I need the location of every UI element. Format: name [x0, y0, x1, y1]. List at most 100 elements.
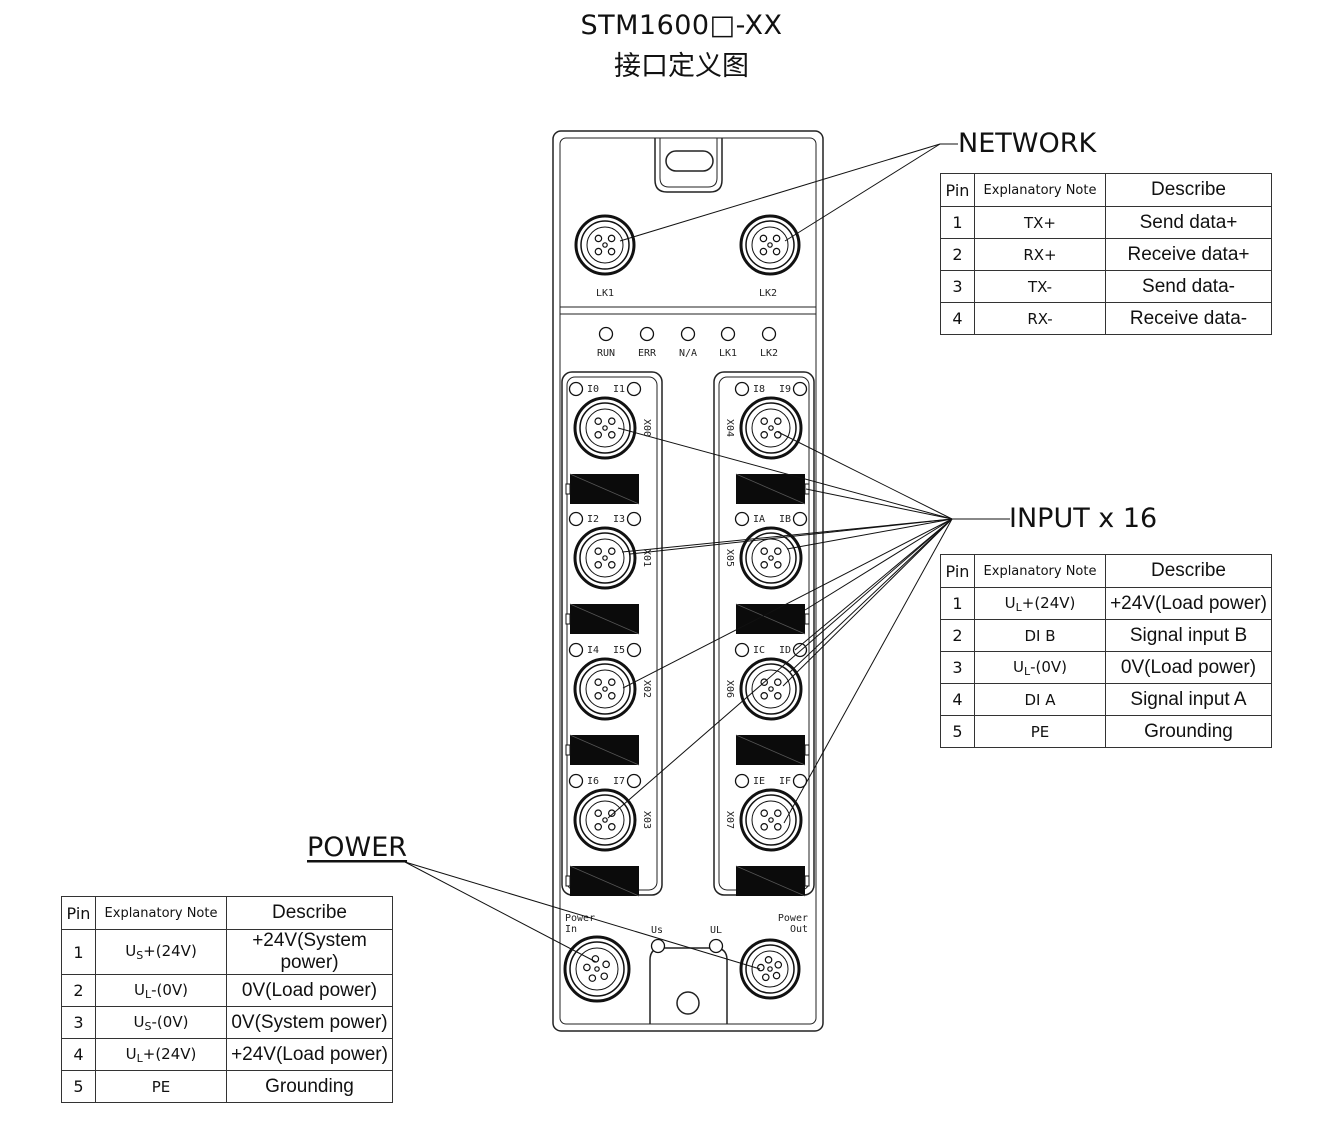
pin-description: Grounding [226, 1070, 393, 1103]
top-mount-slot [665, 150, 714, 172]
header-pin: Pin [940, 173, 975, 207]
input-led [734, 773, 750, 789]
plate-clip [804, 744, 810, 756]
input-led [626, 381, 642, 397]
input-callout-line [804, 518, 953, 611]
input-port-label: X03 [641, 811, 652, 829]
input-callout-line [783, 518, 953, 824]
plate-clip [565, 483, 571, 495]
header-pin: Pin [61, 896, 96, 930]
plate-clip [565, 613, 571, 625]
input-led-label: I9 [779, 384, 791, 395]
input-led [568, 642, 584, 658]
housing-outline [552, 130, 824, 1032]
input-callout-line [805, 488, 953, 520]
network-table-header: Pin Explanatory Note Describe [940, 173, 1272, 207]
plate-hatch [569, 473, 640, 505]
pin-number: 5 [61, 1070, 96, 1103]
plate-hatch [569, 734, 640, 766]
status-led [639, 326, 655, 342]
plate-hatch [735, 603, 806, 635]
pin-number: 2 [61, 974, 96, 1007]
pin-number: 2 [940, 238, 975, 271]
pin-description: 0V(System power) [226, 1006, 393, 1039]
subscript: L [144, 987, 152, 1001]
header-note: Explanatory Note [95, 896, 227, 930]
header-note: Explanatory Note [974, 554, 1106, 588]
pin-number: 2 [940, 619, 975, 652]
power-led-label: UL [710, 925, 722, 936]
plate-clip [565, 875, 571, 887]
input-callout-line [794, 518, 953, 651]
power-table-header: Pin Explanatory Note Describe [61, 896, 393, 930]
pin-note: PE [974, 715, 1106, 748]
pin-number: 1 [940, 206, 975, 239]
input-led-label: IC [753, 645, 765, 656]
input-led [792, 642, 808, 658]
plate-clip [565, 744, 571, 756]
input-led-label: IB [779, 514, 791, 525]
pin-description: Receive data- [1105, 302, 1272, 335]
input-port-connector [573, 396, 637, 460]
pin-number: 4 [940, 683, 975, 716]
input-led [626, 511, 642, 527]
input-port-connector [739, 657, 803, 721]
pin-note: PE [95, 1070, 227, 1103]
input-port-label: X02 [641, 680, 652, 698]
top-mount-tab-inner [659, 138, 718, 188]
input-led-label: I6 [587, 776, 599, 787]
input-led [626, 642, 642, 658]
header-describe: Describe [1105, 173, 1272, 207]
input-led-label: I1 [613, 384, 625, 395]
header-describe: Describe [226, 896, 393, 930]
input-port-label: X05 [724, 549, 735, 567]
input-led [734, 381, 750, 397]
subscript: L [1023, 664, 1031, 678]
header-note: Explanatory Note [974, 173, 1106, 207]
pin-description: Receive data+ [1105, 238, 1272, 271]
input-led-label: I5 [613, 645, 625, 656]
pin-note: RX- [974, 302, 1106, 335]
bottom-mount-tab [649, 947, 728, 1024]
network-callout-line [784, 143, 941, 242]
pin-note: UL-(0V) [95, 974, 227, 1007]
housing-inner-outline [559, 137, 817, 1025]
input-led [792, 773, 808, 789]
pin-note: UL-(0V) [974, 651, 1106, 684]
input-callout-line [607, 518, 953, 819]
diagram-title: STM1600□-XX [580, 10, 783, 41]
status-led-label: LK1 [719, 348, 737, 359]
pin-note: TX+ [974, 206, 1106, 239]
bottom-mount-hole [676, 991, 700, 1015]
input-callout-line [617, 427, 953, 520]
input-led [734, 511, 750, 527]
input-port-connector [739, 788, 803, 852]
input-port-label: X06 [724, 680, 735, 698]
input-port-connector [573, 526, 637, 590]
top-mount-tab [654, 138, 723, 193]
input-port-label: X00 [641, 419, 652, 437]
input-led-label: IE [753, 776, 765, 787]
power-out-connector [739, 938, 801, 1000]
input-port-label: X07 [724, 811, 735, 829]
input-table-header: Pin Explanatory Note Describe [940, 554, 1272, 588]
input-callout-line [777, 431, 953, 520]
status-led-label: N/A [679, 348, 697, 359]
input-port-connector [573, 657, 637, 721]
pin-number: 3 [940, 651, 975, 684]
plate-hatch [735, 865, 806, 897]
diagram-subtitle: 接口定义图 [614, 51, 749, 82]
